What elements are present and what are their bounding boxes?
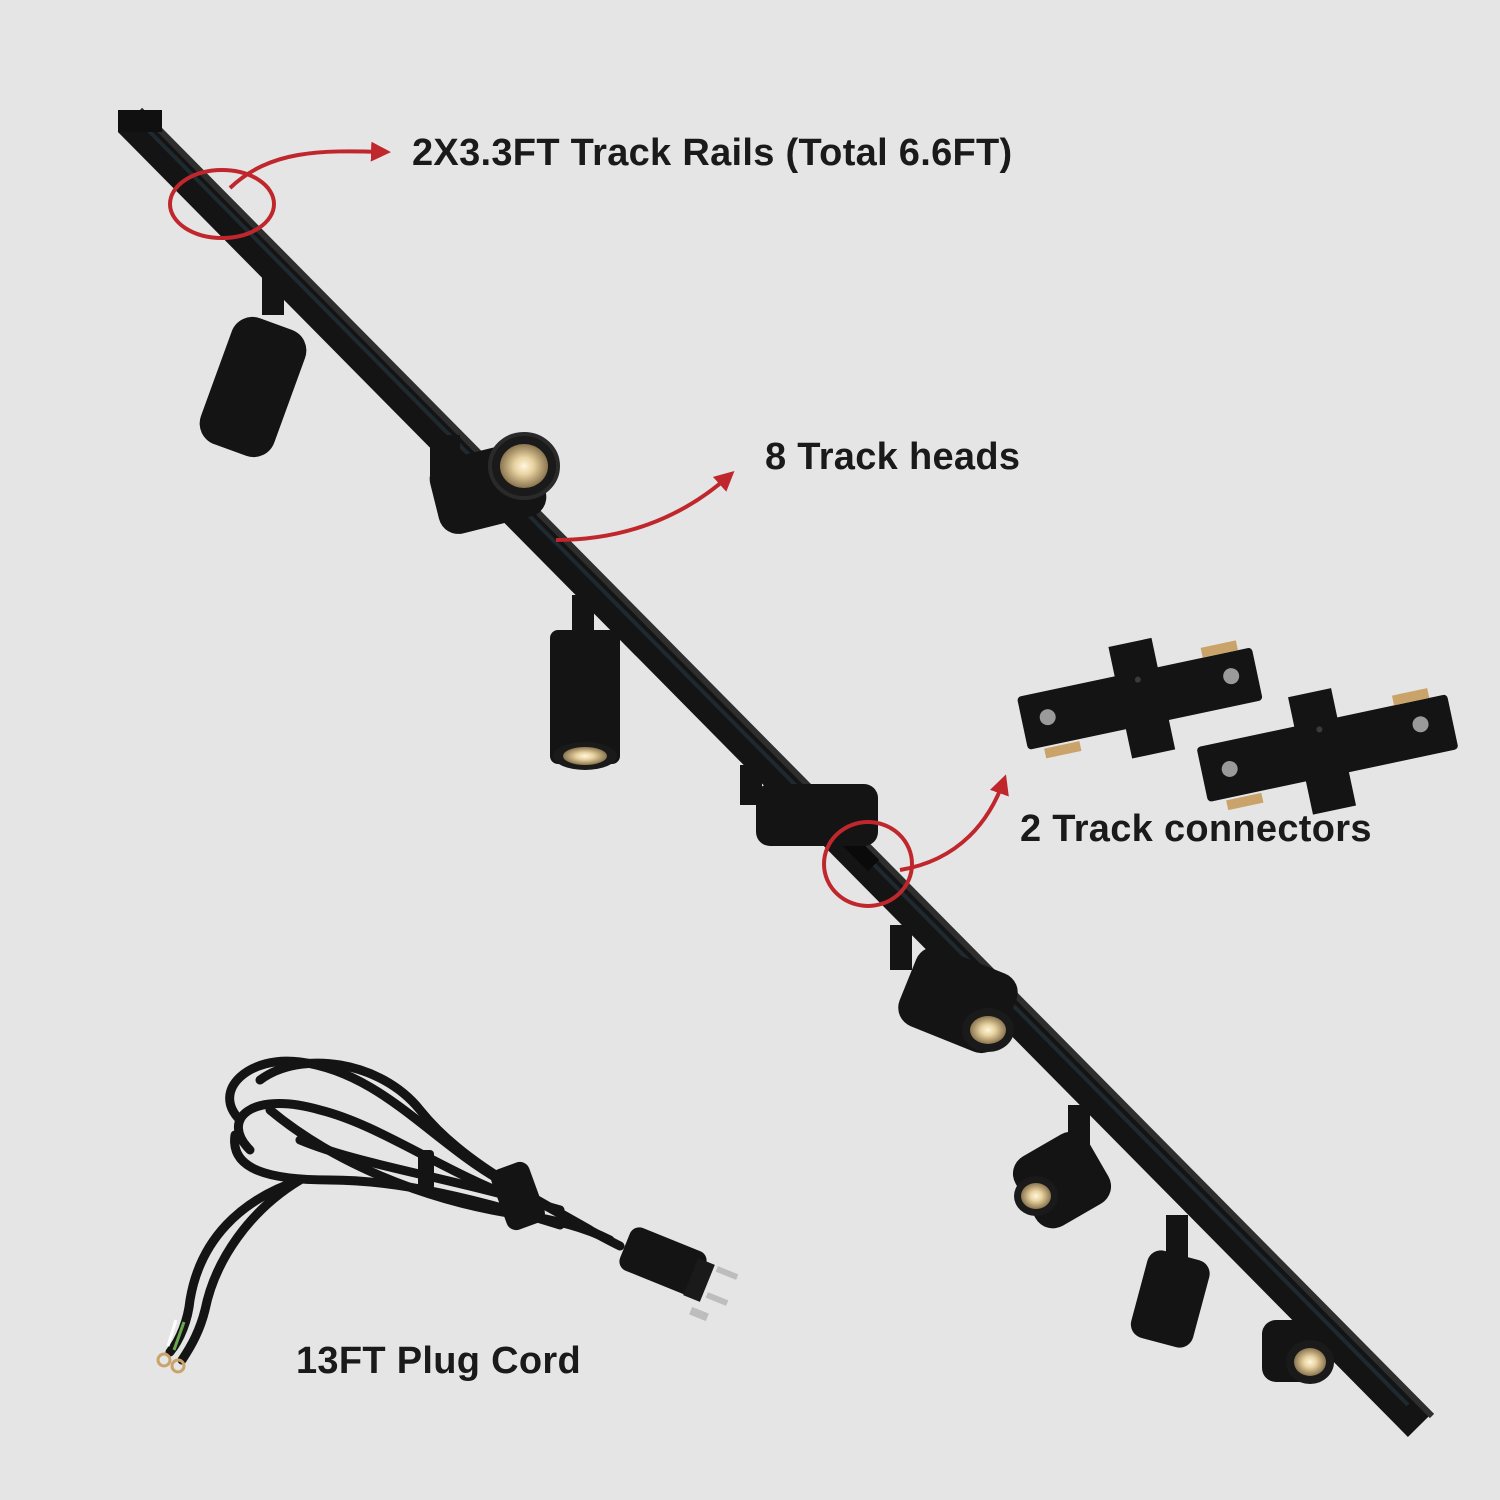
callout-circle-icon [822, 820, 914, 908]
track-rails-label: 2X3.3FT Track Rails (Total 6.6FT) [412, 132, 1013, 174]
callout-connectors [822, 774, 1009, 908]
callout-heads [555, 470, 735, 542]
callout-arrow-icon [555, 470, 735, 542]
callout-arrow-icon [228, 141, 391, 190]
plug-head-icon [418, 1150, 739, 1322]
callout-rails [168, 141, 391, 240]
plug-cord-label: 13FT Plug Cord [296, 1340, 581, 1382]
plug-cord-icon [165, 1056, 705, 1365]
callout-circle-icon [168, 168, 276, 240]
cord-terminals-icon [156, 1319, 186, 1374]
spotlight-7-icon [1130, 1215, 1210, 1348]
track-connectors-label: 2 Track connectors [1020, 808, 1372, 850]
spotlight-1-icon [199, 275, 307, 458]
connector-2-icon [1197, 688, 1458, 815]
spotlight-3-icon [550, 595, 620, 770]
spotlight-8-icon [1262, 1320, 1334, 1384]
spotlight-5-icon [890, 925, 1018, 1054]
connector-1-icon [1017, 637, 1263, 759]
track-heads-label: 8 Track heads [765, 436, 1021, 478]
spotlight-2-icon [429, 432, 560, 534]
spotlight-4-icon [740, 765, 878, 846]
callout-arrow-icon [899, 774, 1009, 872]
spotlight-6-icon [1012, 1105, 1112, 1229]
